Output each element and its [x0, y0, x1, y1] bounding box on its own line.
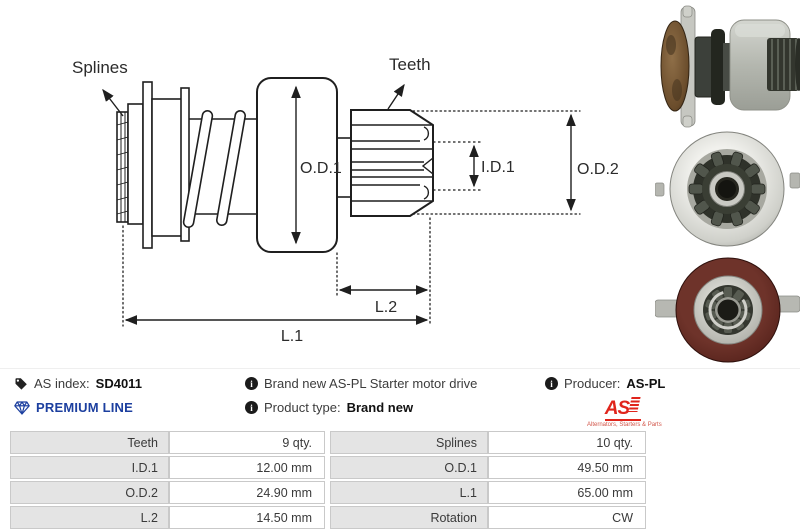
spec-value: 10 qty. — [488, 431, 646, 454]
info-icon: i — [245, 377, 258, 390]
spec-value: 49.50 mm — [488, 456, 646, 479]
technical-diagram: O.D.1 I.D.1 O.D.2 L.2 — [72, 55, 619, 345]
as-pl-logo-text: AS — [604, 398, 630, 419]
product-photo-rear-view — [655, 250, 800, 365]
spec-label: O.D.2 — [10, 481, 169, 504]
spec-label: O.D.1 — [330, 456, 488, 479]
description-row: i Brand new AS-PL Starter motor drive — [245, 376, 477, 391]
spec-value: 12.00 mm — [169, 456, 325, 479]
product-type-label: Product type: — [264, 400, 341, 415]
spec-table-right: Splines 10 qty. O.D.1 49.50 mm L.1 65.00… — [330, 431, 646, 529]
as-pl-logo-tagline: Alternators, Starters & Parts — [587, 422, 662, 428]
product-type-row: i Product type: Brand new — [245, 400, 413, 415]
spec-label: Rotation — [330, 506, 488, 529]
as-pl-logo-flag — [628, 397, 641, 412]
producer-value: AS-PL — [626, 376, 666, 391]
as-index-row: AS index: SD4011 — [14, 376, 142, 391]
producer-label: Producer: — [564, 376, 621, 391]
dim-id1-label: I.D.1 — [481, 159, 515, 176]
product-description: Brand new AS-PL Starter motor drive — [264, 376, 478, 391]
spec-value: 65.00 mm — [488, 481, 646, 504]
product-photo-side-view — [655, 5, 800, 128]
spec-table-left: Teeth 9 qty. I.D.1 12.00 mm O.D.2 24.90 … — [10, 431, 325, 529]
producer-row: i Producer: AS-PL — [545, 376, 665, 391]
spec-label: L.1 — [330, 481, 488, 504]
info-icon: i — [545, 377, 558, 390]
diamond-icon — [14, 400, 30, 415]
dim-l2-label: L.2 — [375, 299, 397, 316]
as-pl-logo: AS Alternators, Starters & Parts — [587, 397, 662, 428]
callout-splines-label: Splines — [72, 58, 128, 77]
as-index-label: AS index: — [34, 376, 90, 391]
product-photo-front-view — [655, 130, 800, 247]
info-icon: i — [245, 401, 258, 414]
product-type-value: Brand new — [346, 400, 414, 415]
premium-line-label: PREMIUM LINE — [36, 400, 134, 415]
tag-icon — [15, 377, 27, 390]
spec-value: CW — [488, 506, 646, 529]
spec-label: Splines — [330, 431, 488, 454]
spec-value: 14.50 mm — [169, 506, 325, 529]
as-index-value: SD4011 — [95, 376, 142, 391]
dim-l1-label: L.1 — [281, 328, 303, 345]
product-info-bar: AS index: SD4011 PREMIUM LINE i Brand ne… — [0, 368, 800, 431]
spec-label: Teeth — [10, 431, 169, 454]
spec-label: L.2 — [10, 506, 169, 529]
spec-label: I.D.1 — [10, 456, 169, 479]
callout-teeth-label: Teeth — [389, 55, 431, 74]
spec-value: 9 qty. — [169, 431, 325, 454]
premium-line-row: PREMIUM LINE — [14, 400, 133, 415]
dim-od2-label: O.D.2 — [577, 161, 619, 178]
dim-od1-label: O.D.1 — [300, 160, 342, 177]
spec-value: 24.90 mm — [169, 481, 325, 504]
